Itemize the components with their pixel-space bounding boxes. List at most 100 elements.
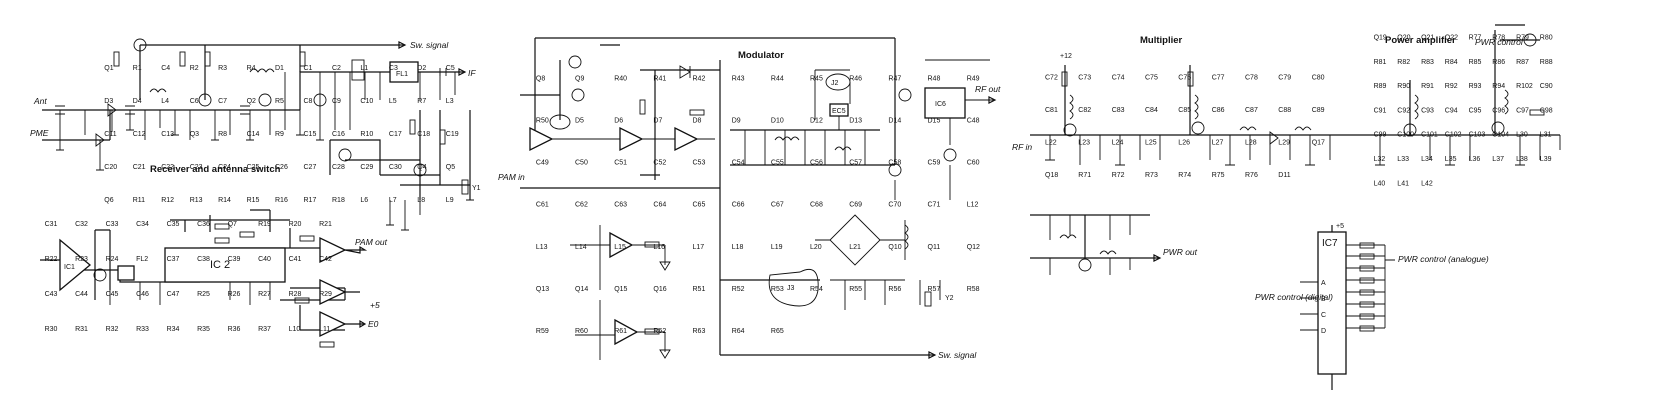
component-label: C57 bbox=[849, 160, 862, 167]
component-label: R10 bbox=[360, 131, 373, 138]
pwr-out-label: PWR out bbox=[1163, 247, 1198, 257]
component-label: R57 bbox=[928, 286, 941, 293]
component-label: R56 bbox=[888, 286, 901, 293]
component-label: C85 bbox=[1178, 107, 1191, 114]
pam-in-label: PAM in bbox=[498, 172, 525, 182]
component-label: Q22 bbox=[1445, 35, 1458, 42]
component-label: R31 bbox=[75, 326, 88, 333]
e0-label: E0 bbox=[368, 319, 379, 329]
pam-out-label: PAM out bbox=[355, 237, 388, 247]
component-label: C69 bbox=[849, 202, 862, 209]
component-label: C60 bbox=[967, 160, 980, 167]
component-label: L39 bbox=[1540, 156, 1552, 163]
component-label: R35 bbox=[197, 326, 210, 333]
component-label: C2 bbox=[332, 65, 341, 72]
component-label: R88 bbox=[1540, 59, 1553, 66]
component-label: R74 bbox=[1178, 172, 1191, 179]
component-label: R19 bbox=[258, 221, 271, 228]
component-label: C17 bbox=[389, 131, 402, 138]
component-label: D11 bbox=[1278, 172, 1290, 179]
component-label: Q15 bbox=[614, 286, 627, 293]
ec5-label: EC5 bbox=[832, 108, 846, 115]
power-amp-section-title: Power amplifier bbox=[1385, 35, 1456, 46]
ic7-input-b: B bbox=[1321, 296, 1326, 303]
component-label: R18 bbox=[332, 197, 345, 204]
component-label: R44 bbox=[771, 75, 784, 82]
component-label: L9 bbox=[446, 197, 454, 204]
component-label: L5 bbox=[389, 98, 397, 105]
component-label: C99 bbox=[1374, 132, 1387, 139]
component-label: R34 bbox=[167, 326, 180, 333]
component-label: C13 bbox=[161, 131, 174, 138]
lower-left-section: IC1 IC 2 PAM out +5 E0 bbox=[40, 209, 388, 348]
ic6-label: IC6 bbox=[935, 101, 946, 108]
component-label: Q21 bbox=[1421, 35, 1434, 42]
rf-out-label: RF out bbox=[975, 84, 1001, 94]
component-label: C10 bbox=[360, 98, 373, 105]
component-label: L18 bbox=[732, 244, 744, 251]
component-label: C14 bbox=[247, 131, 260, 138]
component-label: C3 bbox=[389, 65, 398, 72]
component-label: R50 bbox=[536, 117, 549, 124]
component-label: C5 bbox=[446, 65, 455, 72]
component-label: C16 bbox=[332, 131, 345, 138]
ic7-label: IC7 bbox=[1322, 238, 1338, 249]
component-label: C27 bbox=[304, 164, 317, 171]
j2-label: J2 bbox=[831, 80, 839, 87]
component-label: C33 bbox=[106, 221, 119, 228]
component-label: C58 bbox=[888, 160, 901, 167]
y2-label: Y2 bbox=[945, 295, 954, 302]
component-label: R94 bbox=[1492, 83, 1505, 90]
component-label: R32 bbox=[106, 326, 119, 333]
component-label: C19 bbox=[446, 131, 459, 138]
if-label: IF bbox=[468, 68, 476, 78]
component-label: C18 bbox=[417, 131, 430, 138]
component-label: C79 bbox=[1278, 75, 1291, 82]
component-label: L23 bbox=[1078, 140, 1090, 147]
component-label: C6 bbox=[190, 98, 199, 105]
component-label: C74 bbox=[1112, 75, 1125, 82]
component-label: R77 bbox=[1469, 35, 1482, 42]
component-label: Q7 bbox=[228, 221, 237, 228]
component-label: L17 bbox=[693, 244, 705, 251]
component-label: C15 bbox=[304, 131, 317, 138]
component-label: R47 bbox=[888, 75, 901, 82]
component-label: R92 bbox=[1445, 83, 1458, 90]
component-label: C41 bbox=[289, 256, 302, 263]
component-label: R13 bbox=[190, 197, 203, 204]
component-label: L6 bbox=[360, 197, 368, 204]
component-label: C39 bbox=[228, 256, 241, 263]
component-label: L25 bbox=[1145, 140, 1157, 147]
component-label: Q20 bbox=[1397, 35, 1410, 42]
component-label: R86 bbox=[1492, 59, 1505, 66]
component-label: R102 bbox=[1516, 83, 1533, 90]
component-label: R29 bbox=[319, 291, 332, 298]
component-label: Q16 bbox=[653, 286, 666, 293]
component-label: L40 bbox=[1374, 180, 1386, 187]
component-label: C103 bbox=[1469, 132, 1486, 139]
component-label: Q19 bbox=[1374, 35, 1387, 42]
component-label: R16 bbox=[275, 197, 288, 204]
component-label: R36 bbox=[228, 326, 241, 333]
ic7-block bbox=[1317, 231, 1347, 375]
component-label: C67 bbox=[771, 202, 784, 209]
component-label: R27 bbox=[258, 291, 271, 298]
component-label: L11 bbox=[319, 326, 330, 333]
component-label: Q3 bbox=[190, 131, 199, 138]
component-label: L29 bbox=[1278, 140, 1290, 147]
component-label: R23 bbox=[75, 256, 88, 263]
ic7-input-c: C bbox=[1321, 312, 1326, 319]
supply-12-label: +12 bbox=[1060, 53, 1072, 60]
component-label: C100 bbox=[1397, 132, 1414, 139]
component-label: R91 bbox=[1421, 83, 1434, 90]
component-label: R71 bbox=[1078, 172, 1091, 179]
component-label: Q18 bbox=[1045, 172, 1058, 179]
component-label: C93 bbox=[1421, 107, 1434, 114]
component-label: C47 bbox=[167, 291, 180, 298]
component-label: C83 bbox=[1112, 107, 1125, 114]
component-label: L21 bbox=[849, 244, 861, 251]
multiplier-section: +12 RF in Multiplier bbox=[1012, 35, 1360, 166]
component-label: L36 bbox=[1469, 156, 1481, 163]
component-label: C78 bbox=[1245, 75, 1258, 82]
